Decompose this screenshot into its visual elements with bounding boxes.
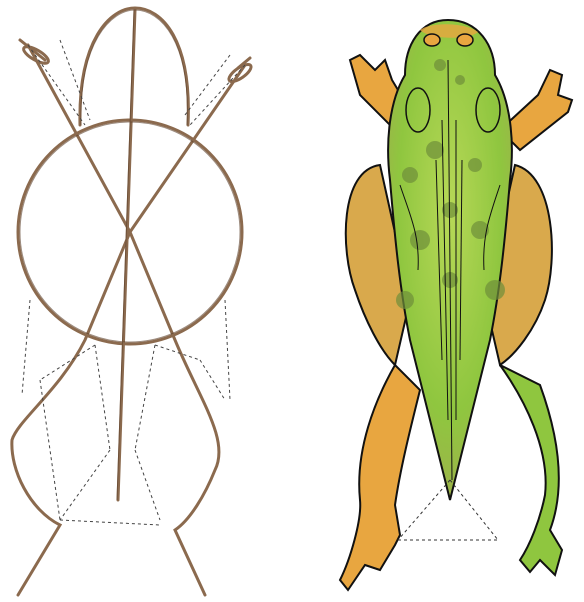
- frog-right-eye: [457, 34, 473, 46]
- wire-armature-figure: [0, 0, 270, 602]
- wire-armature-drawing: [0, 0, 270, 602]
- frog-illustration-figure: [300, 0, 584, 602]
- frog-right-hind-leg: [500, 365, 562, 575]
- frog-left-hind-leg: [340, 365, 420, 590]
- armature-left-arm-ring: [21, 44, 50, 67]
- armature-diagonal-right: [12, 65, 245, 595]
- frog-drawing: [300, 0, 584, 602]
- frog-left-eye: [424, 34, 440, 46]
